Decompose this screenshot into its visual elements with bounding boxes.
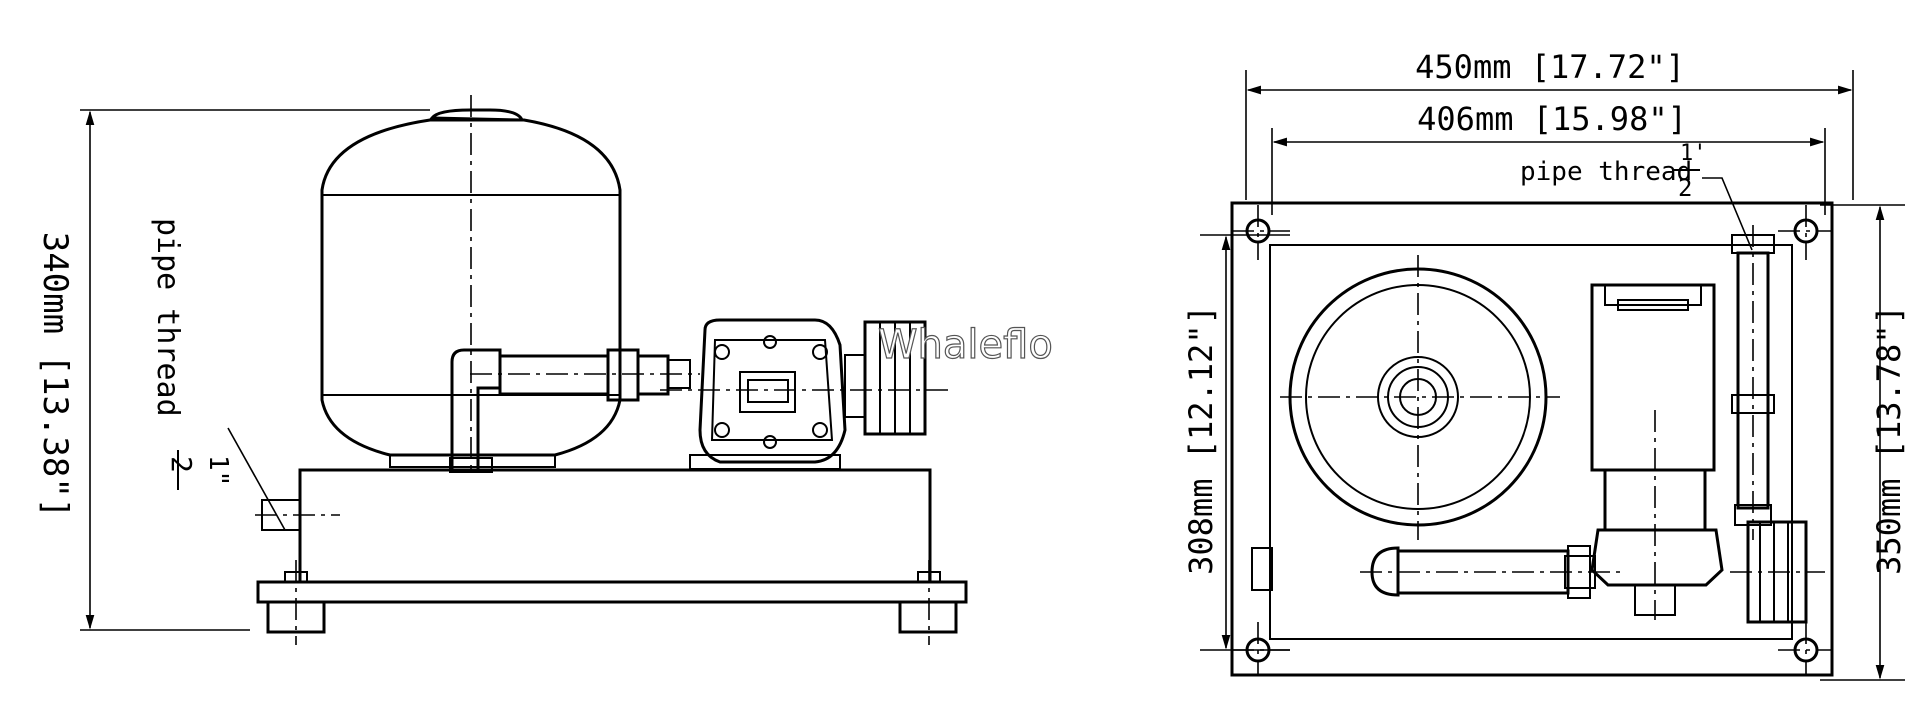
tank-top: [1280, 255, 1560, 540]
mount-width-dimension: 406mm [15.98"]: [1271, 100, 1826, 215]
mount-depth-label: 308mm [12.12"]: [1182, 305, 1220, 575]
motor-end-cap: [1730, 520, 1825, 624]
top-view: 450mm [17.72"] 406mm [15.98"] 308mm [12.…: [1182, 48, 1908, 681]
side-view: 340mm [13.38"] pipe thread 1" 2: [35, 95, 968, 645]
pump-body: [660, 318, 950, 470]
pump-top: [1590, 283, 1724, 620]
overall-width-label: 450mm [17.72"]: [1415, 48, 1685, 86]
top-fraction-numerator: 1': [1680, 141, 1707, 166]
height-dimension-label: 340mm [13.38"]: [35, 232, 75, 519]
overall-width-dimension: 450mm [17.72"]: [1245, 48, 1854, 200]
overall-depth-dimension: 350mm [13.78"]: [1820, 204, 1908, 681]
side-fraction-numerator: 1": [203, 455, 233, 486]
top-base-plate: [1230, 201, 1834, 677]
outlet-pipe: [1731, 225, 1775, 540]
mounting-holes: [1232, 205, 1832, 675]
top-pipe-thread-text: pipe thread: [1520, 157, 1692, 187]
side-pipe-thread-label: pipe thread 1" 2: [150, 218, 286, 531]
mount-depth-dimension: 308mm [12.12"]: [1182, 234, 1290, 651]
pump-base: [255, 468, 968, 645]
pressure-tank: [320, 95, 622, 470]
top-fraction-denominator: 2: [1678, 174, 1692, 202]
side-pipe-thread-text: pipe thread: [150, 218, 185, 417]
side-fraction-denominator: 2: [165, 456, 198, 473]
top-pipe-thread-label: pipe thread 1' 2: [1520, 141, 1753, 251]
overall-depth-label: 350mm [13.78"]: [1870, 305, 1908, 575]
height-dimension: 340mm [13.38"]: [35, 109, 430, 631]
inlet-pipe: [1251, 545, 1620, 599]
mount-width-label: 406mm [15.98"]: [1417, 100, 1687, 138]
watermark-text: Whaleflo: [878, 322, 1053, 368]
